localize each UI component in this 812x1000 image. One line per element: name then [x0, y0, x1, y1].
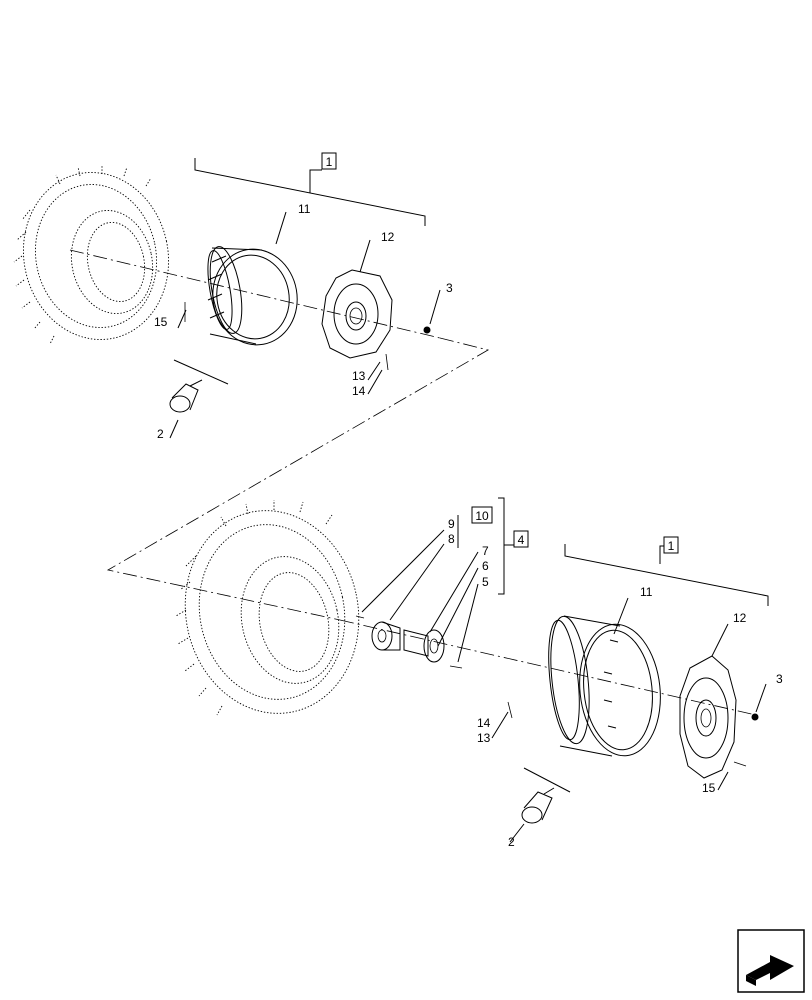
top-assembly-callout-box	[321, 152, 337, 170]
top-tire	[13, 165, 170, 345]
bottom-tire	[175, 500, 360, 716]
top-assembly-callout: 1	[326, 155, 333, 169]
spacer-7-callout: 7	[482, 544, 489, 558]
top-axis-line	[69, 249, 441, 339]
bottom-center-callout: 12	[733, 611, 747, 625]
bottom-rim	[548, 615, 661, 757]
spacer-kit-bracket	[498, 497, 505, 595]
top-rim	[207, 246, 298, 346]
assembly-link-line	[106, 337, 490, 621]
top-14-callout: 14	[352, 384, 366, 398]
bottom-bolt-15	[733, 761, 747, 767]
spacer-5-callout: 5	[482, 575, 489, 589]
bottom-assembly-bracket	[564, 544, 769, 606]
bottom-valve-stem	[521, 787, 555, 824]
top-rim-callout: 11	[298, 202, 311, 216]
top-valve-bolt-callout: 15	[154, 315, 168, 329]
top-center-disc	[321, 269, 393, 359]
bottom-assembly-callout-box	[663, 536, 679, 554]
spacer-8-callout: 8	[448, 532, 455, 546]
spacer-flange-7	[403, 629, 445, 663]
top-nut-callout: 3	[446, 281, 453, 295]
top-13-callout: 13	[352, 369, 366, 383]
bottom-wheel-nut	[751, 713, 759, 721]
spacer-hub-8	[371, 621, 401, 651]
bottom-center-disc	[679, 655, 737, 779]
spacer-10-callout: 10	[475, 509, 489, 523]
bottom-assembly-callout: 1	[668, 539, 675, 553]
next-page-arrow-icon[interactable]	[737, 929, 805, 993]
spacer-kit-callout: 4	[518, 533, 525, 547]
spacer-bolt-9	[355, 615, 365, 619]
spacer-9-callout: 9	[448, 517, 455, 531]
bottom-nut-callout: 3	[776, 672, 783, 686]
bottom-13-callout: 13	[477, 731, 491, 745]
bottom-bolt-13-14	[507, 701, 513, 719]
spacer-10-callout-box	[471, 506, 493, 524]
top-valve-stem	[169, 379, 203, 413]
bottom-14-callout: 14	[477, 716, 491, 730]
top-bolt-13-14	[385, 353, 389, 371]
spacer-6-callout: 6	[482, 559, 489, 573]
bottom-rim-callout: 11	[640, 585, 653, 599]
top-wheel-nut	[423, 326, 431, 334]
bottom-valve-callout: 2	[508, 835, 515, 849]
spacer-kit-callout-box	[513, 530, 529, 548]
top-valve-callout: 2	[157, 427, 164, 441]
bottom-15-callout: 15	[702, 781, 716, 795]
top-center-callout: 12	[381, 230, 395, 244]
spacer-bolt-5	[449, 665, 463, 669]
